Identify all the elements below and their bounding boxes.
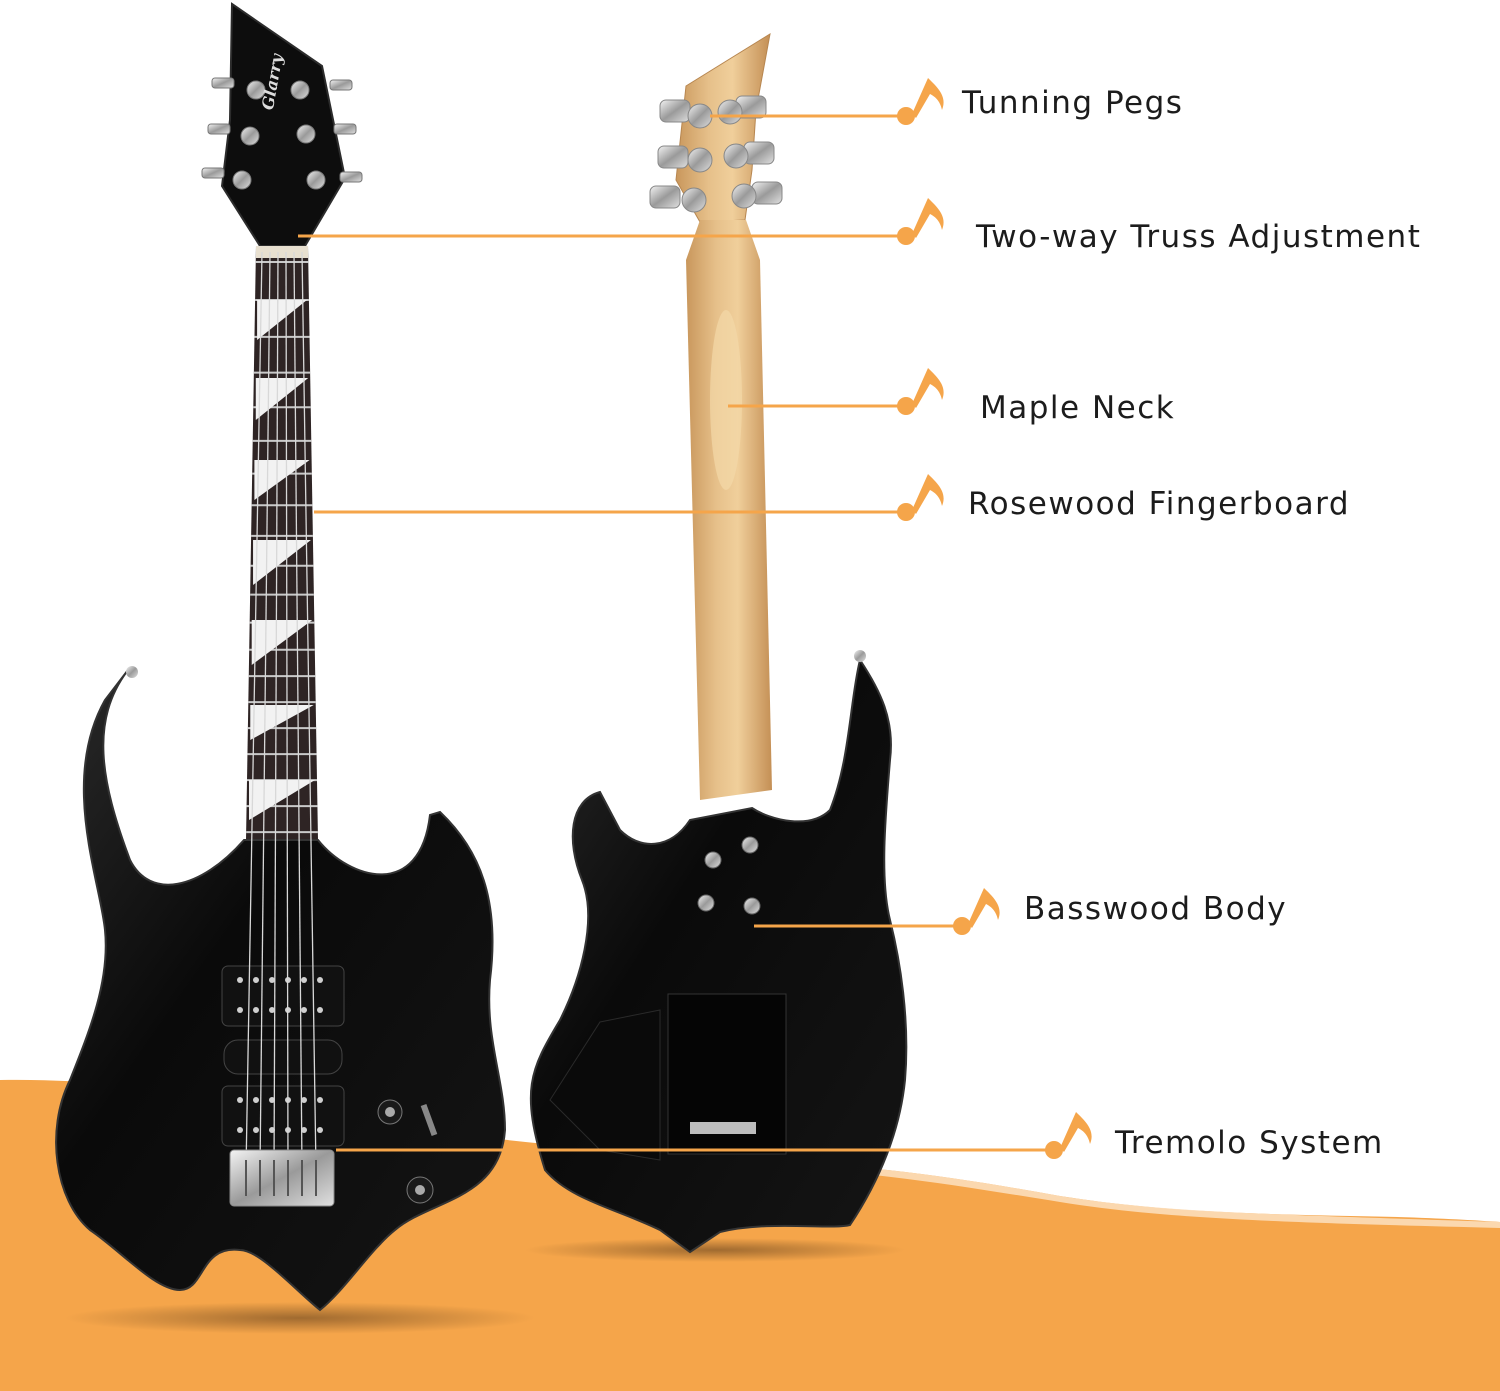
pole-piece bbox=[253, 1007, 259, 1013]
maple-neck bbox=[686, 220, 772, 800]
string bbox=[273, 251, 279, 1171]
pickup-switch bbox=[420, 1103, 438, 1137]
callout-maple-neck: Maple Neck bbox=[980, 390, 1176, 426]
pole-piece bbox=[301, 1007, 307, 1013]
strings bbox=[245, 251, 317, 1171]
pole-piece bbox=[253, 1127, 259, 1133]
neck-plate-screws bbox=[697, 836, 761, 915]
back-tuning-pegs bbox=[649, 95, 783, 213]
back-guitar bbox=[529, 32, 908, 1254]
music-note-icon bbox=[897, 474, 944, 521]
pole-piece bbox=[317, 1097, 323, 1103]
callout-rosewood-fingerboard: Rosewood Fingerboard bbox=[968, 486, 1351, 522]
front-guitar-shadow bbox=[65, 1302, 535, 1334]
pole-piece bbox=[237, 977, 243, 983]
front-headstock bbox=[220, 2, 347, 247]
music-note-icon bbox=[897, 78, 944, 125]
pole-piece bbox=[269, 1127, 275, 1133]
front-pickups bbox=[221, 965, 345, 1147]
pole-piece bbox=[253, 1097, 259, 1103]
string bbox=[301, 251, 317, 1171]
pole-piece bbox=[317, 1127, 323, 1133]
callout-truss-adjustment: Two-way Truss Adjustment bbox=[976, 219, 1422, 255]
callout-tuning-pegs: Tunning Pegs bbox=[962, 85, 1184, 121]
front-guitar bbox=[55, 2, 507, 1312]
callout-lines bbox=[298, 114, 1054, 1152]
back-guitar-shadow bbox=[525, 1238, 905, 1262]
pole-piece bbox=[301, 1127, 307, 1133]
callout-tremolo-system: Tremolo System bbox=[1115, 1125, 1384, 1161]
string bbox=[259, 251, 271, 1171]
pole-piece bbox=[269, 1097, 275, 1103]
tremolo-bridge bbox=[229, 1149, 335, 1207]
string bbox=[245, 251, 263, 1171]
pole-piece bbox=[301, 977, 307, 983]
pole-piece bbox=[253, 977, 259, 983]
pole-piece bbox=[237, 1127, 243, 1133]
pole-piece bbox=[317, 1007, 323, 1013]
front-tuning-pegs bbox=[201, 77, 363, 190]
pole-piece bbox=[269, 977, 275, 983]
pole-piece bbox=[301, 1097, 307, 1103]
callout-basswood-body: Basswood Body bbox=[1024, 891, 1288, 927]
music-note-icon bbox=[953, 888, 1000, 935]
callout-icons bbox=[897, 78, 1092, 1159]
pole-piece bbox=[237, 1007, 243, 1013]
music-note-icon bbox=[897, 368, 944, 415]
string bbox=[285, 251, 289, 1171]
pole-piece bbox=[269, 1007, 275, 1013]
control-cavity-cover bbox=[549, 1009, 661, 1161]
pole-piece bbox=[237, 1097, 243, 1103]
music-note-icon bbox=[1045, 1112, 1092, 1159]
pole-piece bbox=[317, 977, 323, 983]
music-note-icon bbox=[897, 198, 944, 245]
string bbox=[293, 251, 303, 1171]
